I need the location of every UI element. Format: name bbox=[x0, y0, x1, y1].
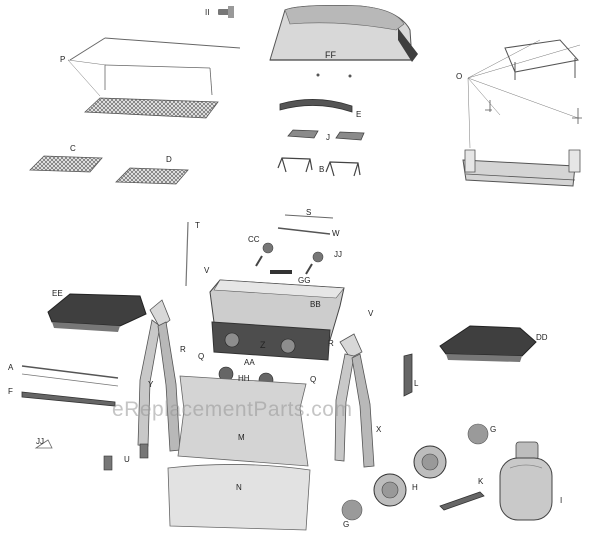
label-ff: FF bbox=[325, 50, 336, 60]
part-s bbox=[284, 214, 334, 219]
part-f-bar bbox=[21, 391, 116, 407]
label-d: D bbox=[166, 155, 172, 164]
label-aa: AA bbox=[244, 358, 255, 367]
label-m: M bbox=[238, 433, 245, 442]
part-p-warming-rack bbox=[67, 37, 241, 119]
label-ii: II bbox=[205, 8, 210, 17]
label-w: W bbox=[332, 229, 340, 238]
watermark: eReplacementParts.com bbox=[112, 398, 353, 421]
label-g-top: G bbox=[490, 425, 497, 434]
label-s: S bbox=[306, 208, 312, 217]
label-x: X bbox=[376, 425, 382, 434]
label-u: U bbox=[124, 455, 130, 464]
part-ff-grill-lid bbox=[269, 5, 418, 62]
part-x-right-leg bbox=[334, 333, 375, 468]
part-gg bbox=[270, 270, 292, 274]
part-h-wheel bbox=[373, 445, 447, 507]
part-n-panel bbox=[167, 464, 311, 531]
part-m-bottom-panel bbox=[177, 375, 309, 467]
label-i: I bbox=[560, 496, 563, 505]
part-k-axle bbox=[439, 491, 485, 511]
part-dd-side-shelf bbox=[439, 325, 537, 362]
part-o-tool-holder bbox=[462, 39, 582, 187]
label-ee: EE bbox=[52, 289, 63, 298]
label-gg: GG bbox=[298, 276, 311, 285]
label-dd: DD bbox=[536, 333, 548, 342]
label-g-bottom: G bbox=[343, 520, 350, 529]
part-jj-bottom bbox=[34, 439, 53, 449]
label-v-right: V bbox=[368, 309, 374, 318]
label-jj-bottom: JJ bbox=[36, 437, 44, 446]
label-jj-top: JJ bbox=[334, 250, 342, 259]
label-p: P bbox=[60, 55, 66, 64]
part-a-rail bbox=[21, 365, 119, 387]
label-j: J bbox=[326, 133, 330, 142]
label-q-right: Q bbox=[310, 375, 317, 384]
part-c-cooking-grate bbox=[29, 155, 103, 173]
part-ii bbox=[218, 6, 234, 18]
part-d-cooking-grate bbox=[115, 167, 189, 185]
label-b: B bbox=[319, 165, 325, 174]
part-g-hubcap bbox=[341, 423, 489, 521]
label-a: A bbox=[8, 363, 14, 372]
part-ee-side-shelf bbox=[47, 293, 147, 332]
label-n: N bbox=[236, 483, 242, 492]
label-e: E bbox=[356, 110, 362, 119]
part-bb-firebox bbox=[209, 279, 345, 361]
label-z: Z bbox=[260, 340, 266, 350]
label-c: C bbox=[70, 144, 76, 153]
part-j-bracket bbox=[287, 129, 365, 141]
label-f: F bbox=[8, 387, 13, 396]
label-v-top: V bbox=[204, 266, 210, 275]
label-y: Y bbox=[148, 380, 154, 389]
part-u-caster bbox=[103, 443, 149, 471]
label-bb: BB bbox=[310, 300, 321, 309]
part-t bbox=[185, 221, 189, 287]
label-hh: HH bbox=[238, 374, 250, 383]
part-w bbox=[277, 227, 331, 235]
label-r-left: R bbox=[180, 345, 186, 354]
label-cc: CC bbox=[248, 235, 260, 244]
label-o: O bbox=[456, 72, 463, 81]
label-r-right: R bbox=[328, 339, 334, 348]
part-l bbox=[403, 353, 413, 397]
part-e-lid-handle bbox=[279, 99, 353, 113]
label-k: K bbox=[478, 477, 484, 486]
label-t: T bbox=[195, 221, 200, 230]
label-q-left: Q bbox=[198, 352, 205, 361]
part-jj-top bbox=[305, 251, 324, 275]
label-h: H bbox=[412, 483, 418, 492]
part-i-propane-tank bbox=[499, 441, 553, 521]
part-cc bbox=[255, 242, 274, 267]
part-y-left-leg bbox=[137, 299, 181, 452]
label-l: L bbox=[414, 379, 419, 388]
part-b-support bbox=[277, 157, 361, 177]
